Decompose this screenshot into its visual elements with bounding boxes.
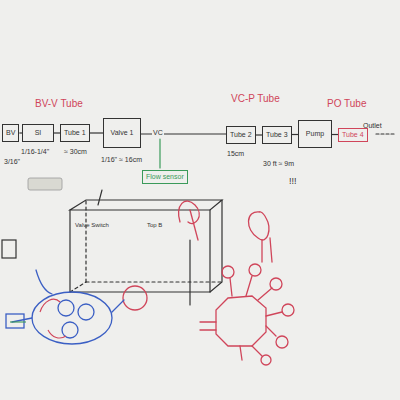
annotation: !!! bbox=[288, 176, 298, 187]
process-box: Tube 1 bbox=[60, 124, 90, 142]
tube-line bbox=[90, 132, 103, 133]
process-box: Pump bbox=[298, 120, 332, 148]
annotation: VC bbox=[152, 129, 164, 137]
process-box: BV bbox=[2, 124, 19, 142]
annotation: 15cm bbox=[226, 150, 245, 158]
annotation: 3/16" bbox=[3, 158, 21, 166]
process-box: Tube 3 bbox=[262, 126, 292, 144]
box-label: Tube 1 bbox=[64, 129, 86, 137]
box-label: BV bbox=[6, 129, 15, 137]
box-label: Tube 3 bbox=[266, 131, 288, 139]
annotation: VC-P Tube bbox=[230, 93, 281, 105]
process-box: Tube 4 bbox=[338, 128, 368, 142]
annotation: 1/16" ≈ 16cm bbox=[100, 156, 143, 164]
process-box: Tube 2 bbox=[226, 126, 256, 144]
annotation: Valve Switch bbox=[74, 222, 110, 229]
annotation: ≈ 30cm bbox=[63, 148, 88, 156]
box-label: Pump bbox=[306, 130, 324, 138]
process-box: SI bbox=[22, 124, 54, 142]
box-label: Valve 1 bbox=[111, 129, 134, 137]
annotation: 30 ft ≈ 9m bbox=[262, 160, 295, 168]
annotation: 1/16-1/4" bbox=[20, 148, 50, 156]
process-box: Valve 1 bbox=[103, 118, 141, 148]
box-label: SI bbox=[35, 129, 42, 137]
process-box: Flow sensor bbox=[142, 170, 188, 184]
annotation: BV-V Tube bbox=[34, 98, 84, 110]
box-label: Tube 2 bbox=[230, 131, 252, 139]
annotation: PO Tube bbox=[326, 98, 367, 110]
annotation: Outlet bbox=[362, 122, 383, 130]
box-label: Tube 4 bbox=[342, 131, 364, 139]
box-label: Flow sensor bbox=[146, 173, 184, 181]
annotation: Top B bbox=[146, 222, 163, 229]
